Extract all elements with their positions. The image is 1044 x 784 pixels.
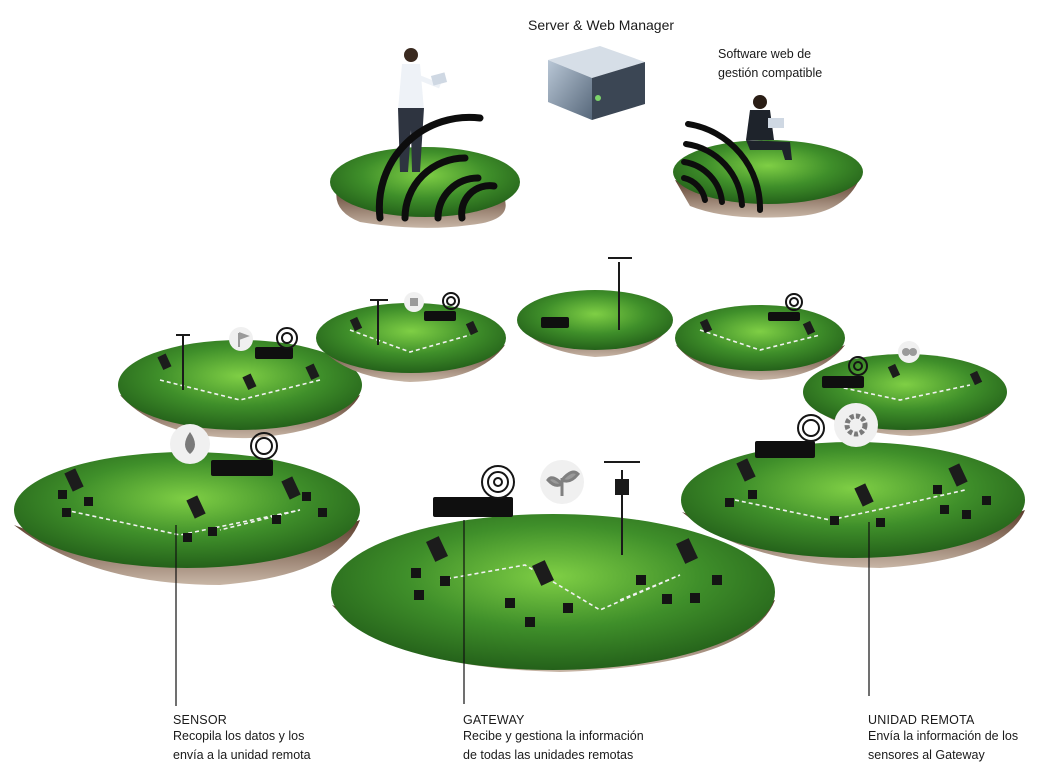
plant-icon — [540, 460, 584, 504]
water-drop-icon — [170, 424, 210, 464]
signal-waves-right — [681, 121, 764, 213]
sensor-caption-title: SENSOR — [173, 713, 227, 727]
island-mid-3 — [517, 290, 673, 357]
gateway-caption-line1: Recibe y gestiona la información — [463, 729, 644, 743]
island-mid-4 — [675, 305, 845, 380]
weather-station — [176, 257, 640, 555]
remote-unit-caption-title: UNIDAD REMOTA — [868, 713, 975, 727]
sensor-caption-line1: Recopila los datos y los — [173, 729, 305, 743]
network-links — [64, 329, 971, 611]
island-large-center — [331, 514, 775, 672]
flag-icon — [229, 327, 253, 351]
remote-unit-caption-text: Envía la información de los sensores al … — [868, 727, 1018, 765]
server-title: Server & Web Manager — [528, 17, 675, 33]
sensor-caption-line2: envía a la unidad remota — [173, 748, 311, 762]
island-top-right — [673, 140, 863, 218]
sensor-nodes — [58, 485, 991, 627]
man-with-laptop-figure — [398, 48, 448, 172]
remote-unit-caption-line1: Envía la información de los — [868, 729, 1019, 743]
gateway-caption-line2: de todas las unidades remotas — [463, 748, 634, 762]
sensor-unit — [64, 316, 983, 586]
seated-man-figure — [746, 95, 792, 160]
software-caption-line1: Software web de — [718, 47, 812, 61]
gateway-caption-title: GATEWAY — [463, 713, 525, 727]
remote-unit-caption: UNIDAD REMOTA Envía la información de lo… — [868, 713, 1018, 765]
leader-lines — [175, 520, 870, 706]
software-caption: Software web de gestión compatible — [718, 45, 822, 83]
cloud-icon — [898, 341, 920, 363]
sensor-caption: SENSOR Recopila los datos y los envía a … — [173, 713, 311, 765]
island-large-right — [681, 442, 1025, 568]
island-mid-1 — [118, 340, 362, 439]
building-icon — [404, 292, 424, 312]
island-mid-2 — [316, 303, 506, 382]
gateway-caption: GATEWAY Recibe y gestiona la información… — [463, 713, 644, 765]
gateway-device — [211, 311, 864, 517]
software-caption-line2: gestión compatible — [718, 66, 823, 80]
remote-unit-caption-line2: sensores al Gateway — [868, 748, 985, 762]
gateway-caption-text: Recibe y gestiona la información de toda… — [463, 727, 644, 765]
island-large-left — [14, 452, 360, 585]
gear-icon — [834, 403, 878, 447]
signal-waves-left — [375, 113, 498, 222]
sensor-caption-text: Recopila los datos y los envía a la unid… — [173, 727, 311, 765]
server-icon — [548, 46, 645, 313]
signal-icon — [250, 292, 868, 499]
island-mid-5 — [803, 354, 1007, 436]
